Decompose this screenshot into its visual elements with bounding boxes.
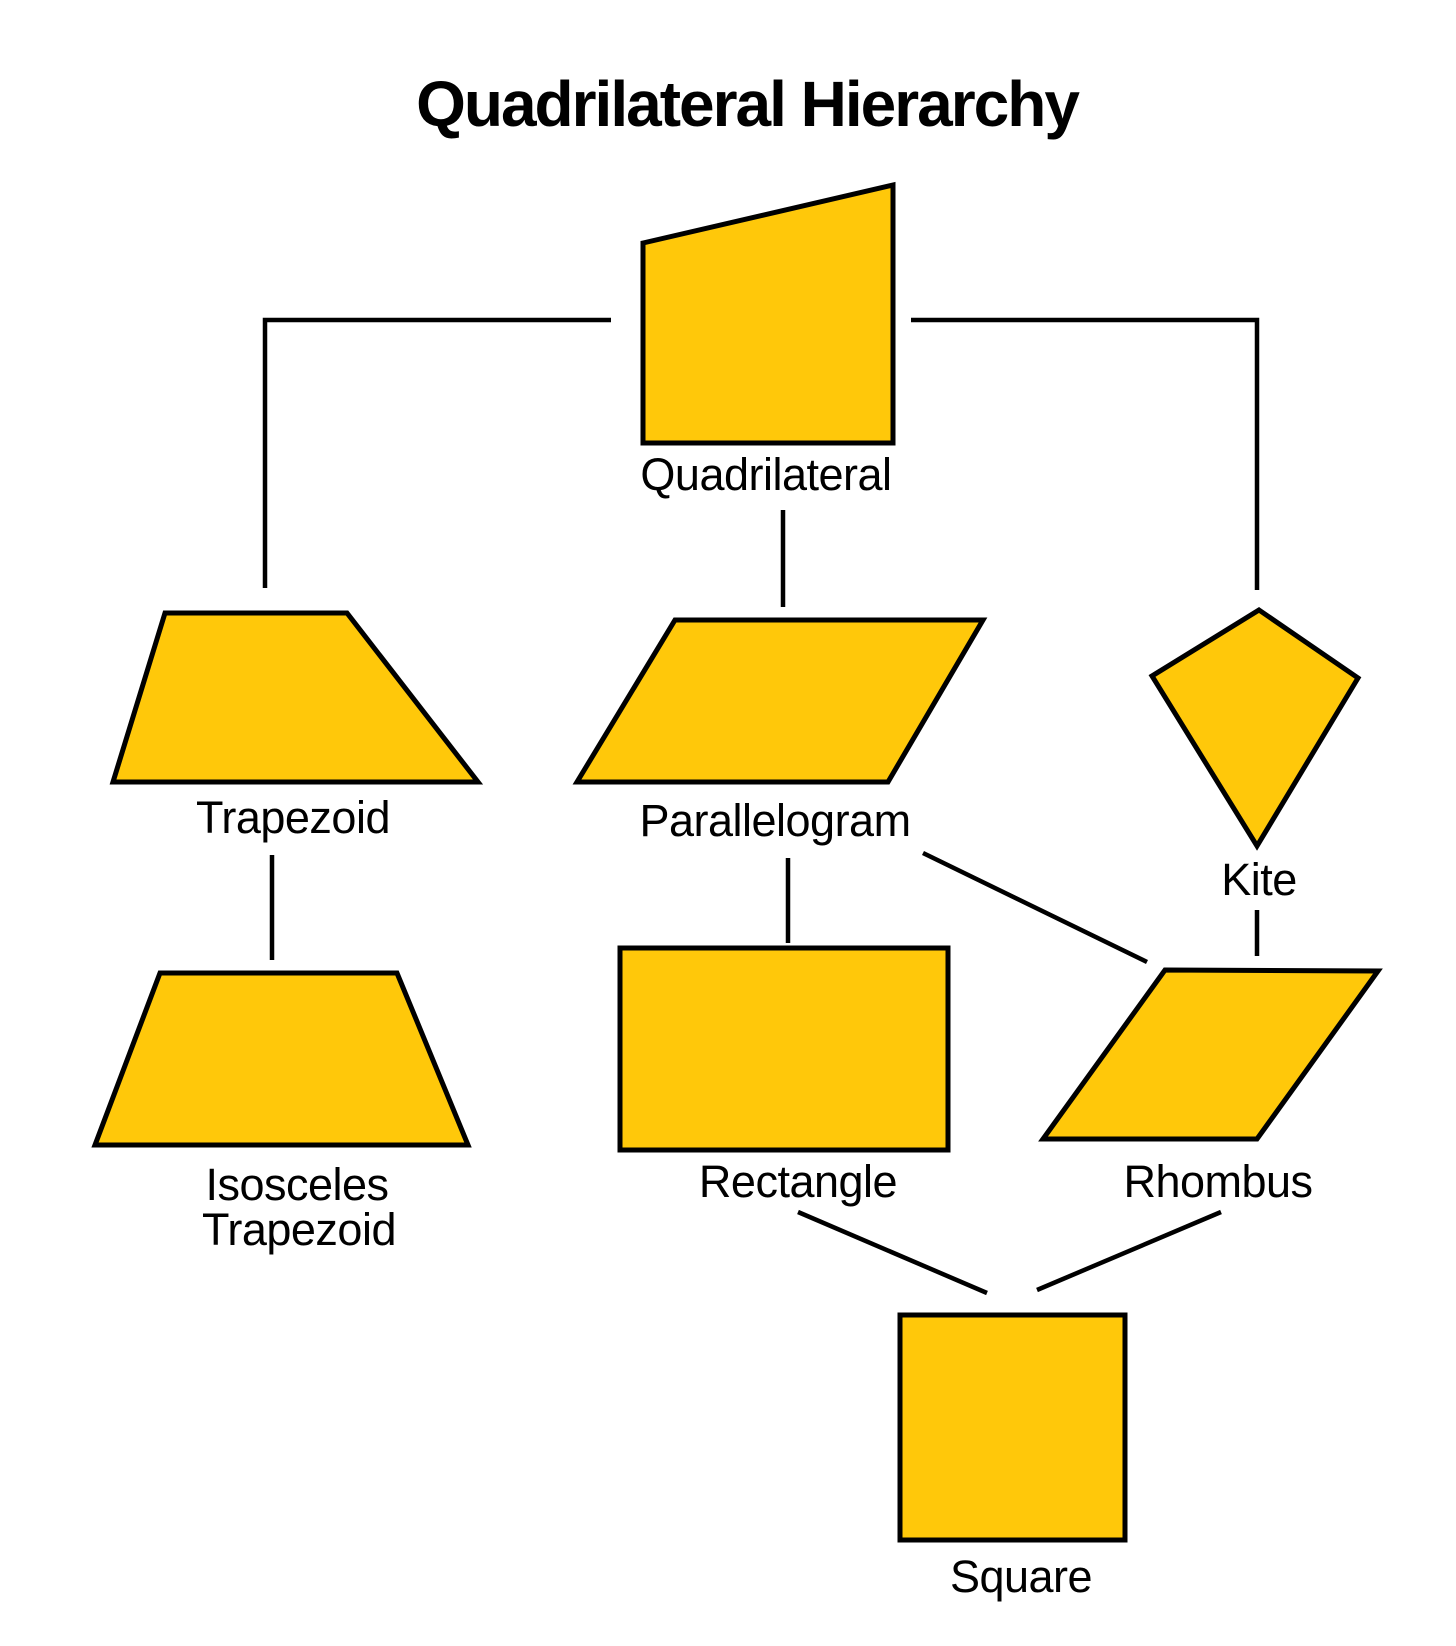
rhombus-label: Rhombus [1123, 1156, 1312, 1207]
isosceles-trapezoid-shape [91, 970, 472, 1148]
rhombus-shape [1038, 967, 1383, 1142]
square-label: Square [950, 1551, 1092, 1602]
quadrilateral-label: Quadrilateral [640, 449, 891, 500]
isosceles-trapezoid-label-line1: Isosceles [205, 1159, 388, 1210]
trapezoid-label: Trapezoid [196, 792, 390, 843]
quadrilateral-shape [640, 181, 896, 446]
trapezoid-shape [109, 610, 484, 785]
edge-rectangle-square [797, 1209, 988, 1296]
diagram-title: Quadrilateral Hierarchy [416, 68, 1080, 140]
parallelogram-label: Parallelogram [639, 795, 910, 846]
kite-shape [1148, 607, 1362, 851]
square-shape [897, 1312, 1128, 1543]
edge-quadrilateral-trapezoid [262, 317, 611, 588]
kite-label: Kite [1221, 854, 1297, 905]
edge-quadrilateral-kite [911, 317, 1260, 590]
rectangle-label: Rectangle [699, 1156, 897, 1207]
isosceles-trapezoid-label-line2: Trapezoid [202, 1204, 396, 1255]
parallelogram-shape [572, 617, 988, 785]
rectangle-shape [617, 945, 951, 1153]
edge-rhombus-square [1036, 1209, 1222, 1293]
edge-parallelogram-rhombus [922, 850, 1148, 965]
